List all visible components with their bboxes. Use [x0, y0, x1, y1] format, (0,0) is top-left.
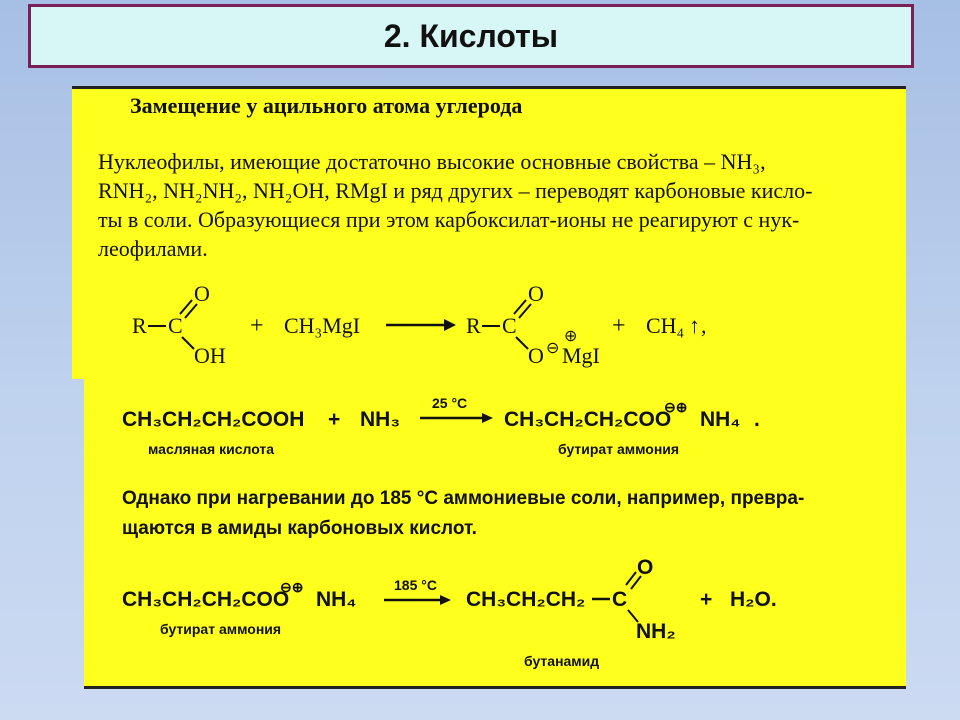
butyric-acid-formula: CH₃CH₂CH₂COOH — [122, 408, 304, 431]
double-bond-right-a — [513, 299, 527, 315]
text-panel-bottom: CH₃CH₂CH₂COOH масляная кислота + NH₃ 25 … — [84, 376, 906, 689]
butyric-acid-name: масляная кислота — [148, 441, 274, 457]
reaction-amide-formation: CH₃CH₂CH₂COO ⊖⊕ NH₄ бутират аммония 185 … — [122, 556, 777, 669]
reaction-butyric-ammonia: CH₃CH₂CH₂COOH масляная кислота + NH₃ 25 … — [122, 395, 760, 457]
r-right: R — [466, 313, 481, 338]
title-box: 2. Кислоты — [28, 4, 914, 68]
charges-1: ⊖⊕ — [664, 399, 687, 415]
nh4-1: NH₄ — [700, 408, 740, 431]
o-top-right: O — [528, 281, 544, 306]
heating-paragraph: Однако при нагревании до 185 °C аммониев… — [122, 488, 805, 539]
oh-group: OH — [194, 343, 226, 368]
section-paragraph: Нуклеофилы, имеющие достаточно высокие о… — [98, 149, 813, 261]
amide-nh2: NH₂ — [636, 620, 676, 643]
salt-formula: CH₃CH₂CH₂COO — [122, 588, 289, 611]
nh4-2: NH₄ — [316, 588, 356, 611]
condition-25c: 25 °C — [432, 395, 467, 411]
ammonium-butyrate-name: бутират аммония — [558, 441, 679, 457]
propyl-chain: CH₃CH₂CH₂ — [466, 588, 585, 611]
section-heading: Замещение у ацильного атома углерода — [130, 93, 523, 118]
bond-c-n — [627, 609, 639, 623]
slide-title: 2. Кислоты — [383, 17, 559, 54]
period-1: . — [754, 408, 760, 431]
plus-4: + — [700, 588, 712, 611]
amide-oxygen: O — [637, 556, 653, 579]
reaction-arrow-1-head — [444, 319, 456, 331]
o-anion: O — [528, 343, 544, 368]
minus-charge: ⊖ — [546, 340, 559, 357]
amide-double-bond-a — [625, 571, 637, 586]
plus-3: + — [328, 408, 340, 431]
text-panel-top: Замещение у ацильного атома углерода Нук… — [72, 86, 906, 379]
c-left: C — [168, 313, 183, 338]
o-top-left: O — [194, 281, 210, 306]
mgi: MgI — [562, 343, 600, 368]
amide-name: бутанамид — [524, 653, 599, 669]
amide-carbon: C — [612, 588, 627, 611]
water: H₂O. — [730, 588, 777, 611]
reaction-arrow-3-head — [440, 595, 451, 605]
methane: CH₄ — [646, 313, 684, 338]
double-bond-left-b — [184, 303, 198, 319]
plus-1: + — [250, 313, 264, 339]
ammonia: NH₃ — [360, 408, 400, 431]
reagent-ch3mgi: CH₃MgI — [284, 313, 360, 338]
salt-name: бутират аммония — [160, 621, 281, 637]
ammonium-butyrate-formula: CH₃CH₂CH₂COO — [504, 408, 671, 431]
condition-185c: 185 °C — [394, 577, 437, 593]
plus-2: + — [612, 313, 626, 339]
c-right: C — [502, 313, 517, 338]
double-bond-right-b — [518, 303, 532, 319]
reaction-acid-grignard: R C O OH + CH₃MgI R C O O ⊖ ⊕ MgI + CH₄ … — [132, 281, 707, 368]
comma: , — [701, 313, 707, 338]
reaction-arrow-2-head — [482, 413, 493, 423]
double-bond-left-a — [179, 299, 193, 315]
gas-arrow: ↑ — [689, 313, 700, 338]
bond-c-o-anion — [515, 336, 529, 350]
charges-2: ⊖⊕ — [280, 579, 303, 595]
bond-c-oh — [181, 336, 195, 350]
r-left: R — [132, 313, 147, 338]
plus-charge: ⊕ — [564, 328, 577, 345]
amide-double-bond-b — [630, 575, 642, 590]
